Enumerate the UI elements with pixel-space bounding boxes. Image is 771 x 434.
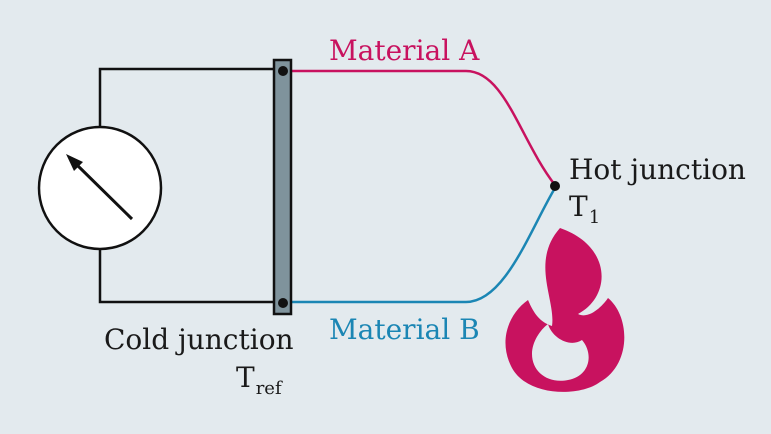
hot-junction-dot [550, 181, 560, 191]
terminal-block [272, 58, 293, 316]
hot-temp-symbol: T [569, 190, 588, 223]
galvanometer-icon [37, 125, 163, 251]
material-a-label: Material A [329, 34, 480, 67]
material-a-wire [284, 69, 556, 186]
meter-top-wire [98, 67, 276, 128]
cold-temp-symbol: T [236, 361, 255, 394]
material-b-label: Material B [329, 313, 480, 346]
cold-junction-dot-bottom [278, 298, 288, 308]
hot-temp-label: T1 [569, 190, 600, 227]
material-b-wire [284, 187, 557, 304]
meter-bottom-wire [98, 250, 276, 304]
hot-junction-label: Hot junction [569, 153, 746, 186]
hot-temp-subscript: 1 [588, 207, 601, 228]
flame-inner-cutout [532, 324, 589, 381]
cold-temp-label: Tref [236, 361, 282, 398]
cold-junction-label: Cold junction [104, 323, 294, 356]
cold-junction-dot-top [278, 66, 288, 76]
cold-temp-subscript: ref [255, 378, 282, 399]
